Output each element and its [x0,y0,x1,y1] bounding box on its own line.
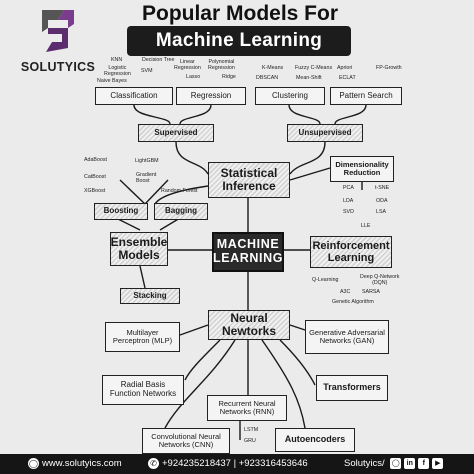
lsa-label: LSA [376,209,387,215]
solutyics-logo: SOLUTYICS [8,6,108,76]
lstm-label: LSTM [244,427,259,433]
random-forest-label: Random Forest [161,188,198,194]
whatsapp-icon: ✆ [148,457,159,469]
facebook-icon[interactable]: f [418,457,430,469]
gradient-boost-label: Gradient Boost [136,172,157,184]
dimensionality-reduction-box: Dimensionality Reduction [330,156,394,182]
genetic-algorithm-label: Genetic Algorithm [332,299,374,305]
pattern-search-box: Pattern Search [330,87,402,105]
fp-growth-label: FP-Growth [376,65,402,71]
bagging-box: Bagging [154,203,208,220]
connector [139,265,146,289]
logistic-regression-label: Logistic Regression [104,65,131,77]
connector [289,324,306,331]
connector [144,179,169,205]
sarsa-label: SARSA [362,289,380,295]
stacking-box: Stacking [120,288,180,304]
kmeans-label: K-Means [262,65,284,71]
footer-website[interactable]: ◯www.solutyics.com [28,454,122,474]
lle-label: LLE [361,223,371,229]
neural-networks-box: Neural Newtorks [208,310,290,340]
instagram-icon[interactable]: ◯ [390,457,402,469]
oda-label: ODA [376,198,388,204]
footer-phones[interactable]: ✆+924235218437 | +923316453646 [148,454,308,474]
decision-tree-label: Decision Tree [142,57,175,63]
polynomial-regression-label: Polynomial Regression [208,59,235,71]
xgboost-label: XGBoost [84,188,106,194]
adaboost-label: AdaBoost [84,157,107,163]
connector [154,185,209,205]
mlp-box: Multilayer Perceptron (MLP) [105,322,180,352]
ridge-label: Ridge [222,74,236,80]
statistical-inference-box: Statistical Inference [208,162,290,198]
footer-bar: ◯www.solutyics.com ✆+924235218437 | +923… [0,454,474,474]
logo-mark-icon [42,10,74,52]
ensemble-models-box: Ensemble Models [110,232,168,266]
deep-q-network-label: Deep Q-Network (DQN) [360,274,400,286]
connector [179,324,209,336]
eclat-label: ECLAT [339,75,356,81]
connector [289,141,326,175]
clustering-box: Clustering [255,87,325,105]
phones-text: +924235218437 | +923316453646 [162,458,308,469]
mean-shift-label: Mean-Shift [296,75,322,81]
regression-box: Regression [176,87,246,105]
unsupervised-box: Unsupervised [287,124,363,142]
connector [261,339,306,429]
title-line2: Machine Learning [127,26,351,56]
supervised-box: Supervised [138,124,214,142]
linear-regression-label: Linear Regression [174,59,201,71]
gan-box: Generative Adversarial Networks (GAN) [305,320,389,354]
pca-label: PCA [343,185,354,191]
connector [289,167,331,181]
boosting-box: Boosting [94,203,148,220]
rnn-box: Recurrent Neural Networks (RNN) [207,395,287,421]
website-text: www.solutyics.com [42,458,122,469]
gru-label: GRU [244,438,256,444]
rbf-box: Radial Basis Function Networks [102,375,184,405]
connector [179,104,212,125]
connector [288,104,321,125]
youtube-icon[interactable]: ▶ [432,457,444,469]
tsne-label: t-SNE [375,185,390,191]
connector [133,104,171,125]
fuzzy-cmeans-label: Fuzzy C-Means [295,65,333,71]
a3c-label: A3C [340,289,351,295]
brand-name: SOLUTYICS [20,60,96,74]
linkedin-icon[interactable]: in [404,457,416,469]
lda-label: LDA [343,198,354,204]
dbscan-label: DBSCAN [256,75,279,81]
handle-text: Solutyics/ [344,458,385,469]
connector [184,339,221,381]
connector [164,339,236,429]
connector [159,217,181,231]
reinforcement-learning-box: Reinforcement Learning [310,236,392,268]
lightgbm-label: LightGBM [135,158,159,164]
transformers-box: Transformers [316,375,388,401]
center-line2: LEARNING [212,251,284,265]
knn-label: KNN [111,57,123,63]
apriori-label: Apriori [337,65,353,71]
globe-icon: ◯ [28,457,39,469]
title-line1: Popular Models For [141,2,338,25]
classification-box: Classification [95,87,173,105]
connector [175,141,209,175]
autoencoders-box: Autoencoders [275,428,355,452]
connector [115,217,141,231]
svm-label: SVM [141,68,153,74]
machine-learning-center: MACHINE LEARNING [212,232,284,272]
connector [279,339,316,386]
naive-bayes-label: Naive Bayes [97,78,127,84]
lasso-label: Lasso [186,74,201,80]
catboost-label: CatBoost [84,174,106,180]
svd-label: SVD [343,209,354,215]
cnn-box: Convolutional Neural Networks (CNN) [142,428,230,454]
connector [334,104,367,125]
q-learning-label: Q-Learning [312,277,339,283]
connector [119,179,146,205]
center-line1: MACHINE [216,237,280,252]
